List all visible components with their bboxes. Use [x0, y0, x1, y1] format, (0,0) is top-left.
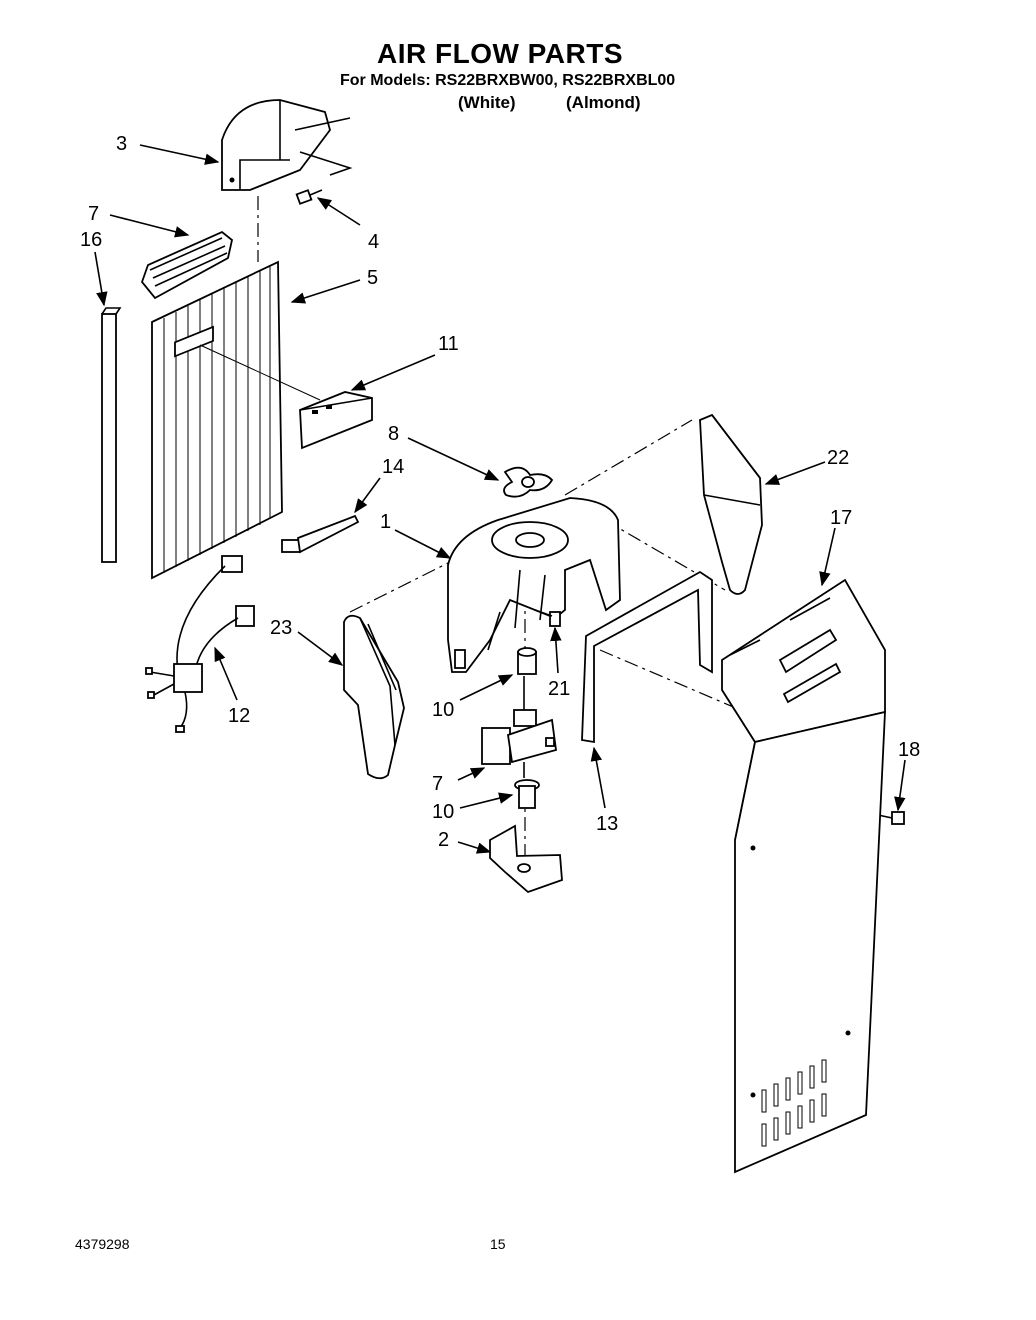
callout-8: 8	[388, 423, 399, 445]
callout-5: 5	[367, 267, 378, 289]
part-1-fan-housing	[447, 497, 621, 673]
callout-6: 7	[88, 203, 99, 225]
callout-1: 1	[380, 511, 391, 533]
callout-18: 18	[898, 739, 920, 761]
part-5-evaporator-panel	[151, 260, 321, 580]
models-line: For Models: RS22BRXBW00, RS22BRXBL00	[340, 72, 676, 89]
callout-12: 12	[228, 705, 250, 727]
page-number: 15	[490, 1236, 506, 1252]
callout-17: 17	[830, 507, 852, 529]
callout-7: 7	[432, 773, 443, 795]
callout-labels: 3 4 7 16 5 11 8 14 1 22 17 23 12 21 10 7…	[80, 133, 920, 851]
rear-cover-panel	[734, 710, 886, 1174]
callout-21: 21	[548, 678, 570, 700]
callout-2: 2	[438, 829, 449, 851]
variant-white: (White)	[458, 93, 516, 112]
part-14-sensor	[281, 514, 360, 554]
callout-22: 22	[827, 447, 849, 469]
callout-4: 4	[368, 231, 379, 253]
leader-arrows	[94, 144, 906, 854]
part-16-strip	[101, 307, 122, 563]
callout-13: 13	[596, 813, 618, 835]
part-3-duct-cover	[221, 99, 353, 191]
callout-23: 23	[270, 617, 292, 639]
part-21-screw	[534, 609, 561, 627]
part-7-motor	[481, 676, 557, 778]
callout-16: 16	[80, 229, 102, 251]
callout-14: 14	[382, 456, 404, 478]
variant-almond: (Almond)	[566, 93, 641, 112]
part-23-side-baffle	[343, 614, 405, 780]
part-6-grille	[140, 230, 234, 300]
part-8-fan-blade	[503, 466, 554, 498]
callout-10-upper: 10	[432, 699, 454, 721]
part-10-grommet-upper	[517, 647, 537, 675]
part-4-screw	[295, 189, 323, 205]
callout-11: 11	[438, 333, 459, 355]
part-22-side-baffle	[699, 413, 763, 595]
page-title: AIR FLOW PARTS	[376, 38, 623, 69]
callout-3: 3	[116, 133, 127, 155]
callout-10-lower: 10	[432, 801, 454, 823]
part-10-grommet-lower	[514, 779, 540, 809]
part-12-wire-harness	[145, 555, 255, 733]
part-11-bracket	[299, 391, 373, 450]
doc-number: 4379298	[75, 1236, 130, 1252]
part-2-motor-bracket	[489, 824, 563, 894]
part-13-u-channel	[581, 570, 713, 744]
